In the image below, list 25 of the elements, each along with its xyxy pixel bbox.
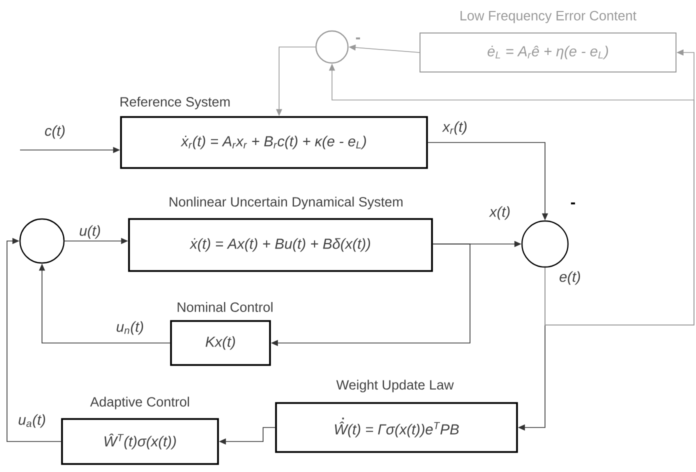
summing-junction [315,30,349,64]
arrow [6,238,62,442]
equation-box: ẋ(t) = Ax(t) + Bu(t) + Bδ(x(t)) [128,218,433,272]
block-title: Nominal Control [178,302,272,312]
signal-label: u(t) [80,225,100,239]
signal-label: u$_{a}$(t) [18,414,46,428]
signal-label: x(t) [488,206,510,220]
signal-label: u$_{n}$(t) [116,321,144,335]
signal-label: x$_{r}$(t) [442,121,467,135]
sign-label: - [356,37,360,40]
equation-box: Kx(t) [170,320,271,366]
equation-box: ẋ$_{r}$(t) = A$_{r}$x$_{r}$ + B$_{r}$c(t) + κ(e - e$_{L}$) [120,116,428,169]
summing-junction [521,220,569,268]
block-title: Adaptive Control [90,396,189,410]
equation-box: ė$_{L}$ = A$_{r}$ê + η(e - e$_{L}$) [420,32,676,72]
signal-label: c(t) [45,125,65,139]
block-title: Weight Update Law [336,380,454,392]
equation-box: Ŵ(t) = Γσ(x(t))e$^{T}$PB [275,402,518,453]
block-title: Low Frequency Error Content [460,10,636,24]
block-title: Reference System [120,96,230,110]
sign-label: - [570,202,576,204]
summing-junction [19,218,65,264]
block-title: Nonlinear Uncertain Dynamical System [170,196,402,210]
equation-box: Ŵ$^{T}$(t)σ(x(t)) [61,418,219,465]
signal-label: e(t) [560,271,580,285]
